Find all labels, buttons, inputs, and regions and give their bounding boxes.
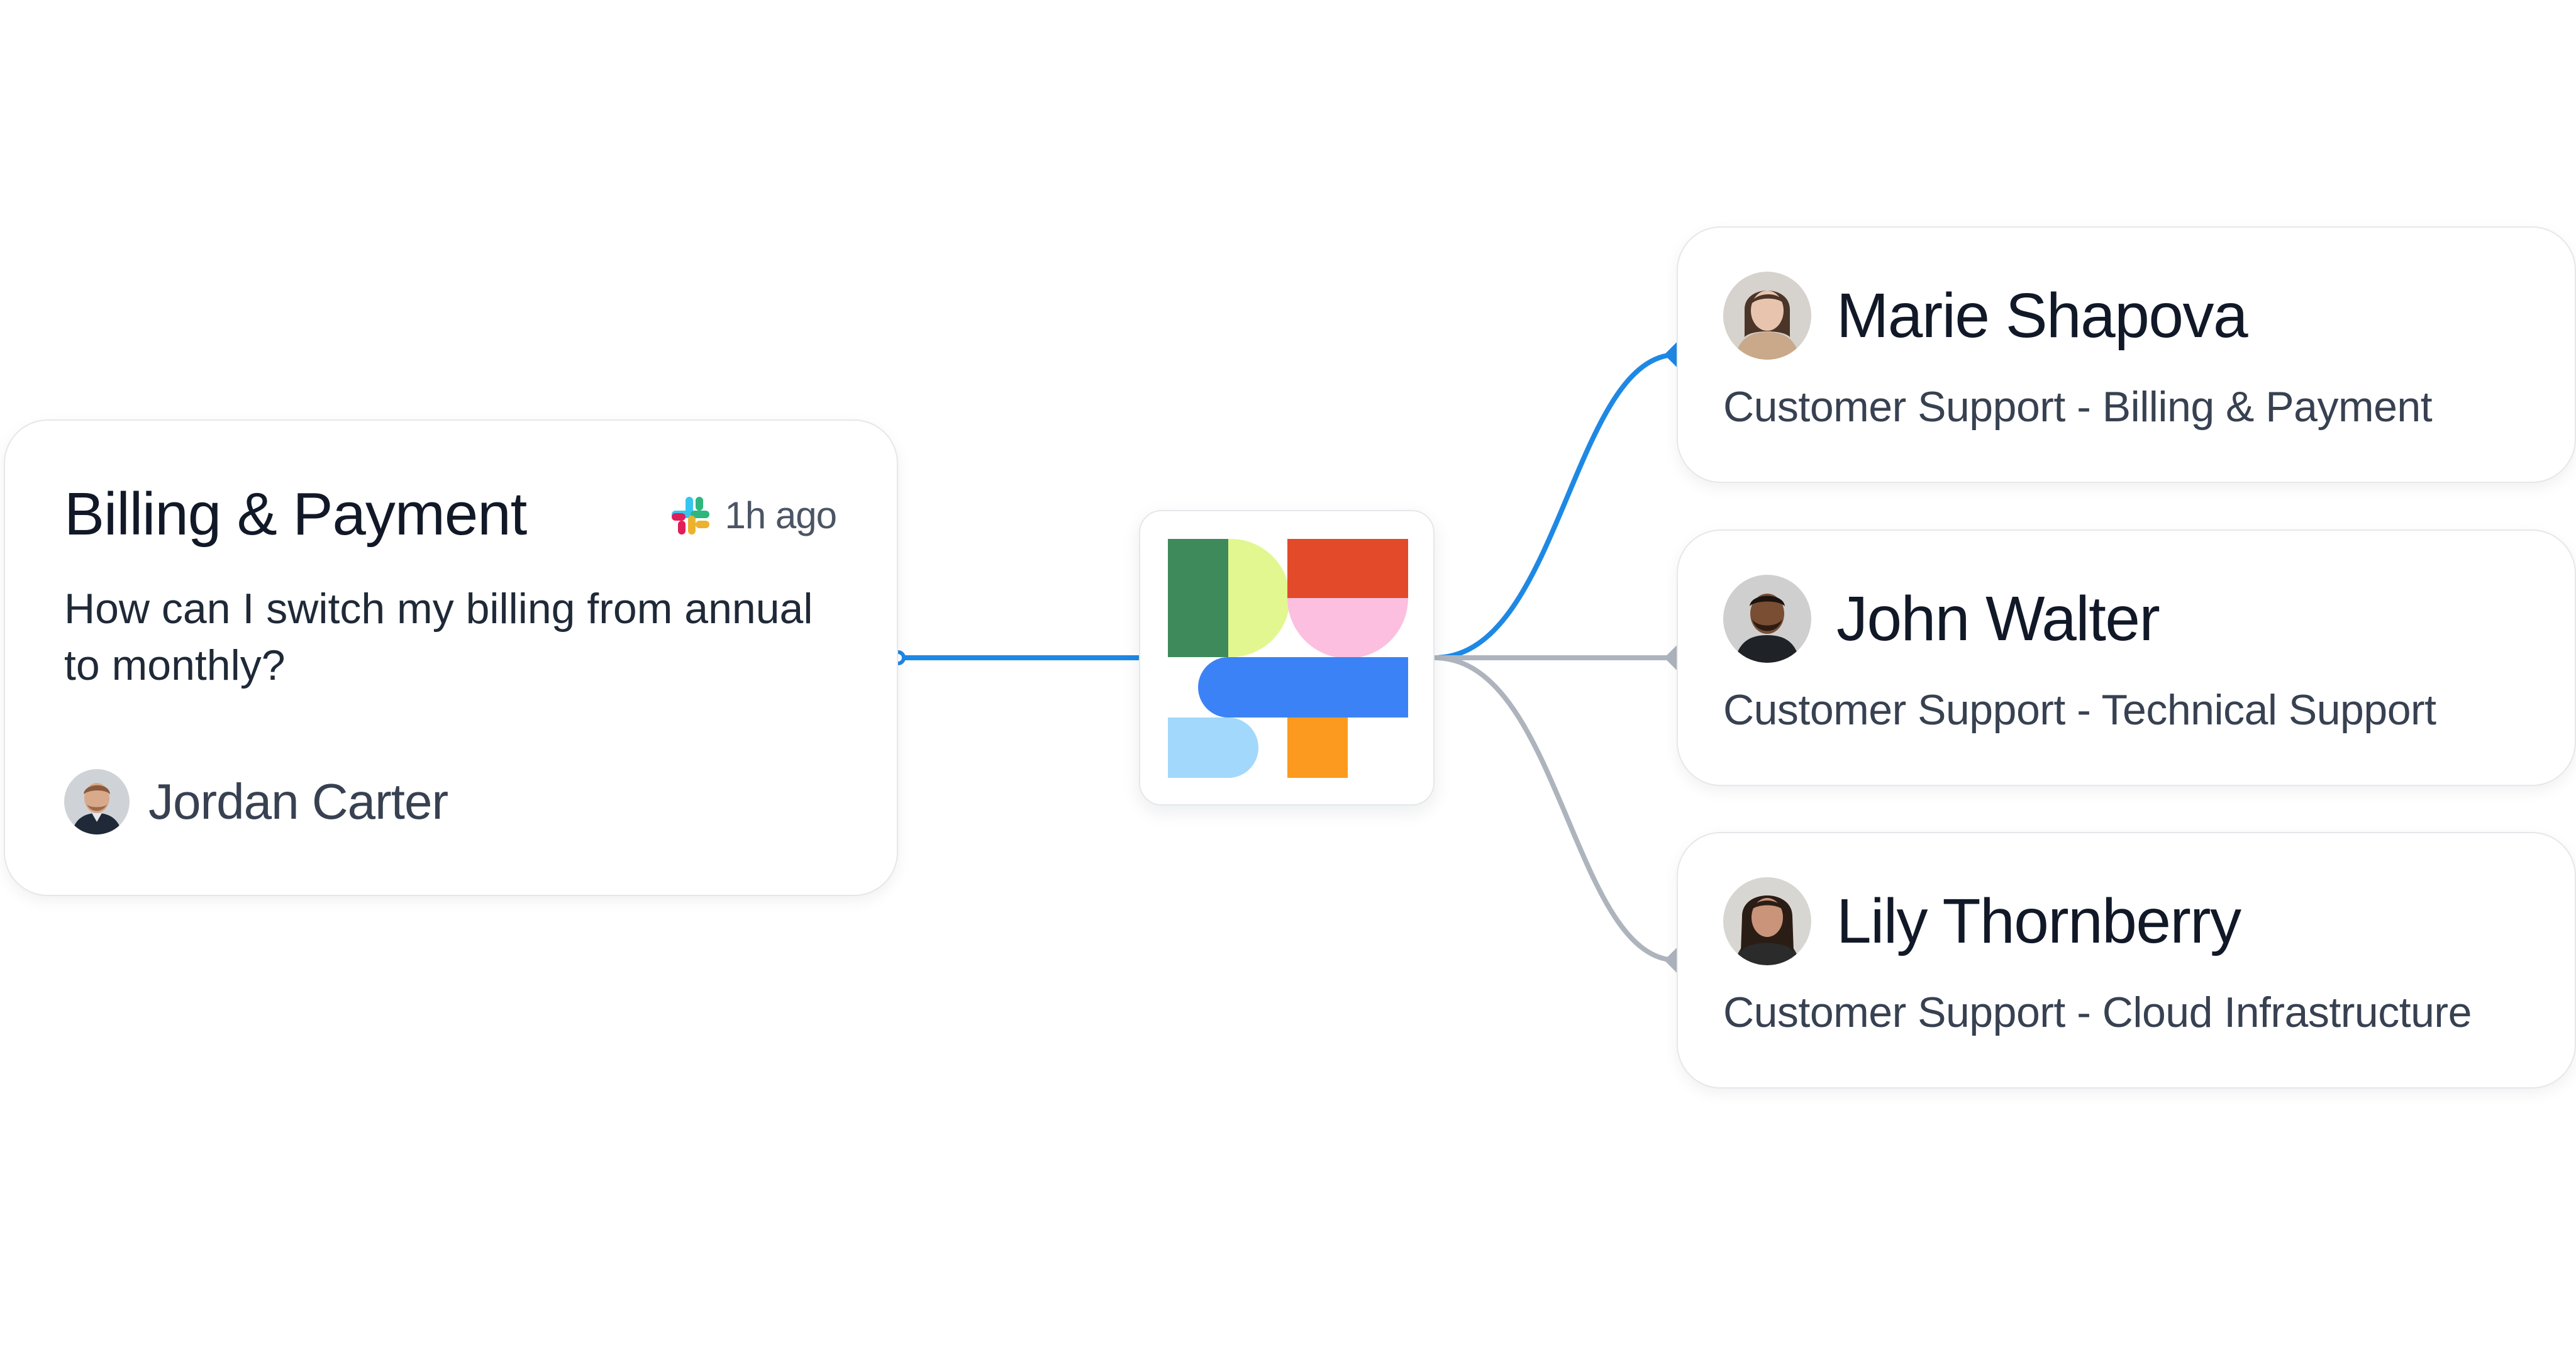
agent-avatar bbox=[1723, 575, 1811, 663]
route-to-agent-3 bbox=[1434, 655, 1677, 963]
agent-head: John Walter bbox=[1723, 575, 2160, 663]
routing-logo-icon bbox=[1168, 539, 1408, 778]
ticket-meta: 1h ago bbox=[670, 494, 837, 537]
slack-icon bbox=[672, 496, 710, 535]
agent-head: Marie Shapova bbox=[1723, 272, 2248, 360]
agent-avatar bbox=[1723, 877, 1811, 965]
author-avatar bbox=[64, 769, 130, 834]
routing-hub bbox=[1139, 510, 1435, 806]
agent-card-3[interactable]: Lily Thornberry Customer Support - Cloud… bbox=[1677, 832, 2576, 1089]
agent-name: Marie Shapova bbox=[1836, 280, 2248, 351]
route-to-agent-1 bbox=[1434, 352, 1677, 660]
agent-role: Customer Support - Cloud Infrastructure bbox=[1723, 989, 2472, 1036]
agent-role: Customer Support - Billing & Payment bbox=[1723, 383, 2433, 431]
agent-name: John Walter bbox=[1836, 583, 2160, 654]
ticket-author: Jordan Carter bbox=[64, 769, 448, 834]
ticket-question: How can I switch my billing from annual … bbox=[64, 585, 813, 689]
agent-head: Lily Thornberry bbox=[1723, 877, 2241, 965]
agent-role: Customer Support - Technical Support bbox=[1723, 686, 2436, 734]
ticket-time: 1h ago bbox=[724, 494, 837, 536]
ticket-card[interactable]: Billing & Payment 1h ago How can I switc… bbox=[4, 419, 898, 896]
author-name: Jordan Carter bbox=[148, 773, 448, 829]
agent-name: Lily Thornberry bbox=[1836, 885, 2241, 956]
agent-avatar bbox=[1723, 272, 1811, 360]
ticket-title: Billing & Payment bbox=[64, 480, 527, 548]
agent-card-2[interactable]: John Walter Customer Support - Technical… bbox=[1677, 529, 2576, 786]
agent-card-1[interactable]: Marie Shapova Customer Support - Billing… bbox=[1677, 226, 2576, 483]
